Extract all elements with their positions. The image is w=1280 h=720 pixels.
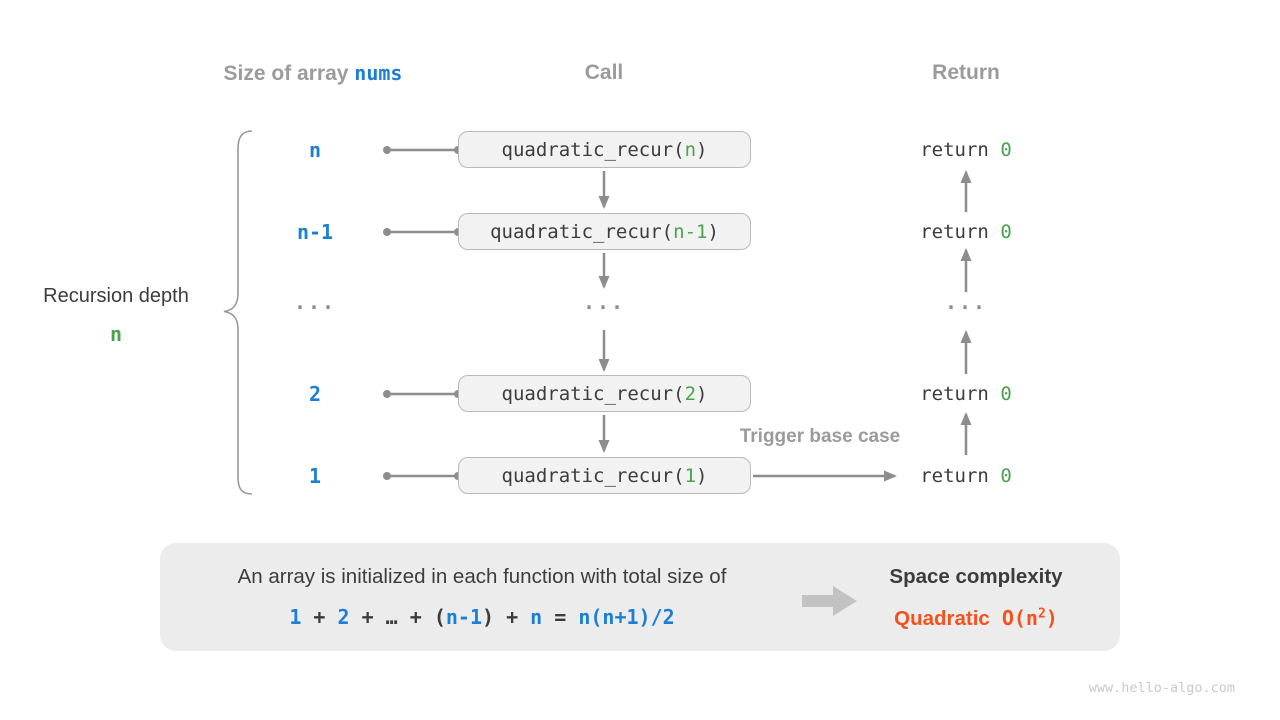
header-nums-code: nums — [354, 61, 403, 85]
return-ellipsis: ... — [944, 290, 988, 314]
size-label-2: 2 — [308, 382, 322, 406]
return-value: 0 — [1000, 139, 1012, 161]
connector-row-n-1 — [383, 228, 462, 236]
call-fn: quadratic_recur( — [501, 464, 685, 487]
call-close: ) — [696, 138, 708, 161]
call-fn: quadratic_recur( — [490, 220, 674, 243]
call-arg: 1 — [684, 464, 697, 487]
header-size-of-array: Size of array nums — [163, 60, 463, 86]
big-o-notation: O(n2) — [1002, 606, 1058, 630]
size-ellipsis: ... — [293, 290, 337, 314]
formula-segment: + — [301, 605, 338, 629]
return-keyword: return — [920, 139, 1001, 161]
space-complexity-value: Quadratic O(n2) — [856, 603, 1096, 633]
formula-segment: ( — [433, 605, 446, 629]
call-ellipsis: ... — [582, 290, 626, 314]
return-statement: return 0 — [886, 377, 1046, 411]
formula-segment: + — [494, 605, 531, 629]
formula-segment: + — [397, 605, 434, 629]
connector-row-2 — [383, 390, 462, 398]
header-return: Return — [932, 61, 1000, 84]
watermark: www.hello-algo.com — [1088, 680, 1235, 696]
big-o-close: ) — [1045, 606, 1058, 630]
connector-row-1 — [383, 472, 462, 480]
size-label-n-1: n-1 — [296, 220, 334, 244]
summary-text: An array is initialized in each function… — [237, 565, 727, 588]
return-statement: return 0 — [886, 215, 1046, 249]
size-label-1: 1 — [308, 464, 322, 488]
call-text: quadratic_recur(n) — [502, 139, 708, 161]
formula-segment: n(n+1)/2 — [578, 605, 675, 629]
call-text: quadratic_recur(2) — [502, 383, 708, 405]
call-arg: 2 — [684, 382, 697, 405]
return-value: 0 — [1000, 465, 1012, 487]
complexity-word: Quadratic — [894, 607, 990, 630]
formula-segment: = — [542, 605, 579, 629]
return-keyword: return — [920, 465, 1001, 487]
formula-segment: n-1 — [445, 605, 482, 629]
call-close: ) — [696, 464, 708, 487]
recursion-depth-label: Recursion depth — [43, 285, 189, 307]
call-box-2: quadratic_recur(2) — [458, 375, 751, 412]
call-arg: n-1 — [673, 220, 708, 243]
call-box-1: quadratic_recur(1) — [458, 457, 751, 494]
header-call: Call — [584, 61, 624, 84]
return-statement: return 0 — [886, 459, 1046, 493]
block-right-arrow-icon — [802, 586, 857, 616]
curly-brace-icon — [223, 130, 253, 495]
call-fn: quadratic_recur( — [501, 138, 685, 161]
return-keyword: return — [920, 221, 1001, 243]
call-fn: quadratic_recur( — [501, 382, 685, 405]
formula-segment: 1 — [289, 605, 302, 629]
call-arg: n — [684, 138, 697, 161]
formula-segment: + — [349, 605, 386, 629]
size-label-n: n — [308, 138, 322, 162]
return-statement: return 0 — [886, 133, 1046, 167]
connector-row-n — [383, 146, 462, 154]
call-box-n: quadratic_recur(n) — [458, 131, 751, 168]
call-text: quadratic_recur(n-1) — [490, 221, 719, 243]
call-close: ) — [696, 382, 708, 405]
call-box-n-1: quadratic_recur(n-1) — [458, 213, 751, 250]
call-text: quadratic_recur(1) — [502, 465, 708, 487]
return-value: 0 — [1000, 221, 1012, 243]
trigger-base-case-label: Trigger base case — [739, 426, 901, 447]
summary-panel: An array is initialized in each function… — [160, 543, 1120, 651]
recursion-depth-value: n — [109, 322, 123, 346]
return-keyword: return — [920, 383, 1001, 405]
return-value: 0 — [1000, 383, 1012, 405]
formula-segment: n — [530, 605, 543, 629]
formula-segment: 2 — [337, 605, 350, 629]
big-o-exponent: 2 — [1037, 606, 1046, 622]
header-size-prefix: Size of array — [223, 62, 355, 85]
formula-segment: … — [385, 605, 398, 629]
space-complexity-title: Space complexity — [889, 565, 1063, 588]
big-o-prefix: O(n — [1001, 606, 1038, 630]
call-close: ) — [707, 220, 719, 243]
summary-formula: 1 + 2 + … + (n-1) + n = n(n+1)/2 — [180, 602, 784, 632]
formula-segment: ) — [482, 605, 495, 629]
